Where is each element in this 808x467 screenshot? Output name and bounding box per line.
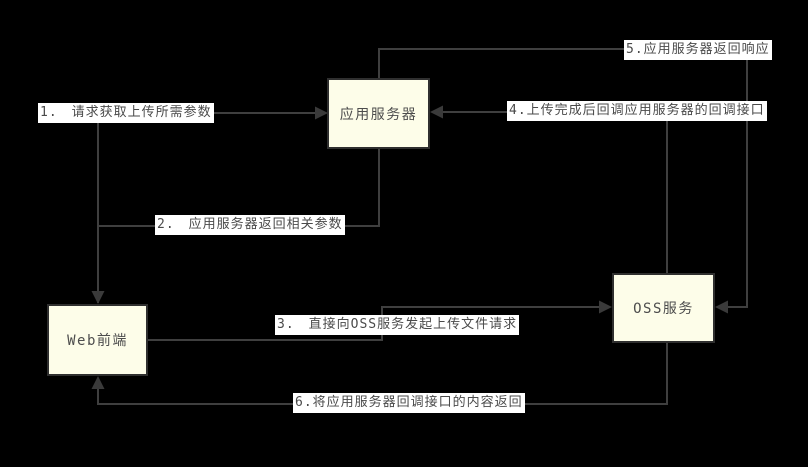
edge-label-step3: 3. 直接向OSS服务发起上传文件请求 bbox=[275, 315, 520, 335]
edge-label-step2: 2. 应用服务器返回相关参数 bbox=[155, 215, 345, 235]
edge-label-step1: 1. 请求获取上传所需参数 bbox=[38, 103, 214, 123]
edge-step4 bbox=[430, 105, 668, 273]
edge-label-step4: 4.上传完成后回调应用服务器的回调接口 bbox=[507, 101, 767, 121]
edge-step1 bbox=[97, 106, 328, 303]
node-web-frontend: Web前端 bbox=[47, 304, 148, 376]
node-oss-service-label: OSS服务 bbox=[633, 301, 694, 317]
node-app-server-label: 应用服务器 bbox=[339, 106, 418, 123]
node-oss-service: OSS服务 bbox=[612, 273, 715, 343]
node-app-server: 应用服务器 bbox=[327, 78, 430, 149]
node-web-frontend-label: Web前端 bbox=[67, 333, 128, 349]
edge-label-step6: 6.将应用服务器回调接口的内容返回 bbox=[293, 393, 525, 413]
edge-label-step5: 5.应用服务器返回响应 bbox=[624, 40, 772, 60]
